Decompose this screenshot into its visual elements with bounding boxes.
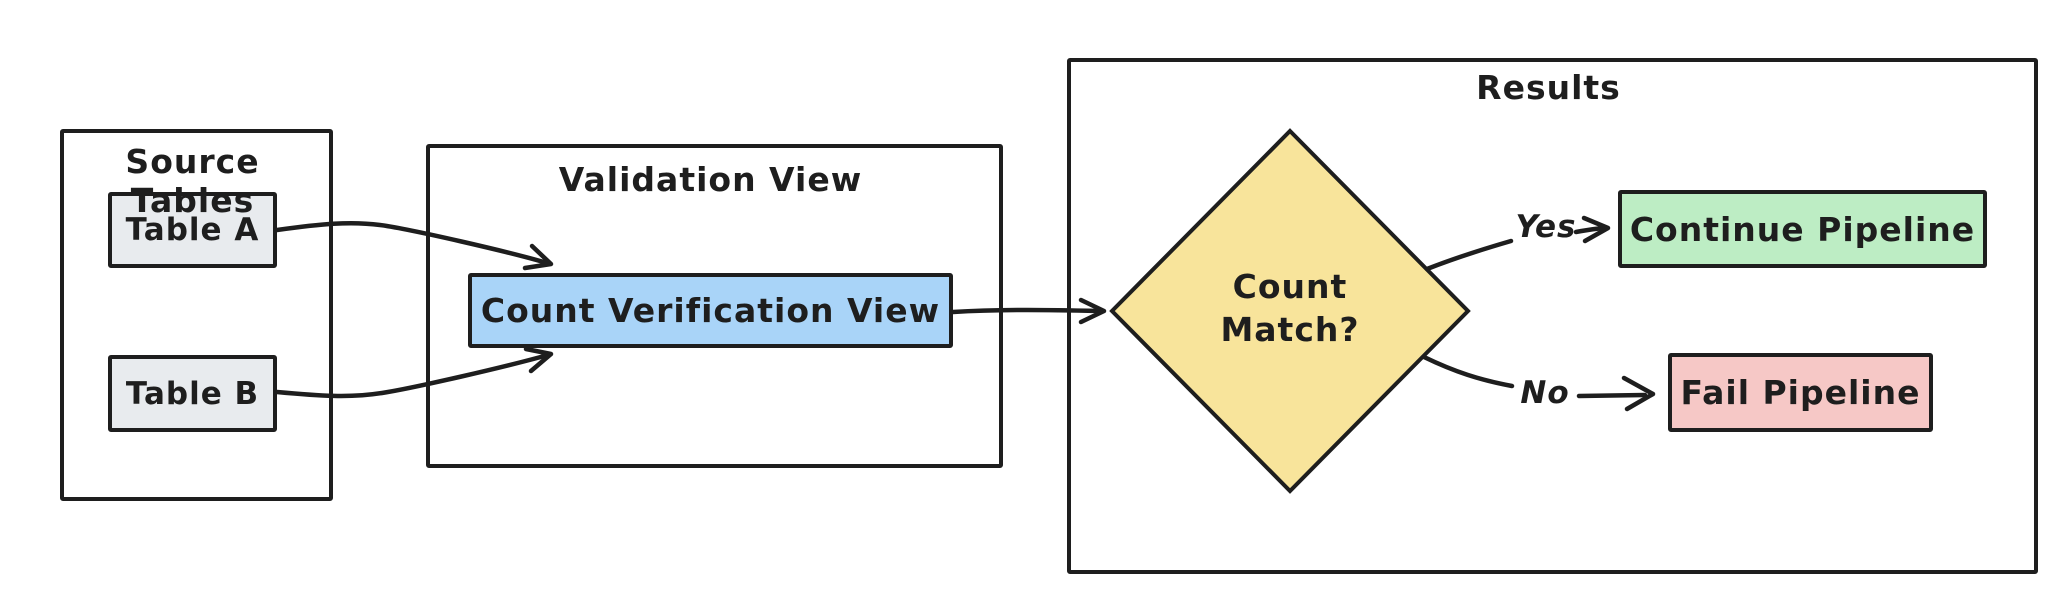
node-continue-pipeline: Continue Pipeline <box>1618 190 1987 268</box>
node-table-a-label: Table A <box>125 212 260 248</box>
node-fail-pipeline-label: Fail Pipeline <box>1680 373 1921 412</box>
node-count-verification-view: Count Verification View <box>468 273 953 348</box>
group-source-tables <box>60 129 333 501</box>
node-continue-pipeline-label: Continue Pipeline <box>1629 209 1976 249</box>
group-validation-view <box>426 144 1003 468</box>
node-fail-pipeline: Fail Pipeline <box>1668 353 1933 432</box>
node-table-a: Table A <box>108 192 277 268</box>
group-results <box>1067 58 2038 574</box>
node-count-verification-view-label: Count Verification View <box>480 291 941 330</box>
node-table-b-label: Table B <box>125 375 260 412</box>
node-table-b: Table B <box>108 355 277 432</box>
